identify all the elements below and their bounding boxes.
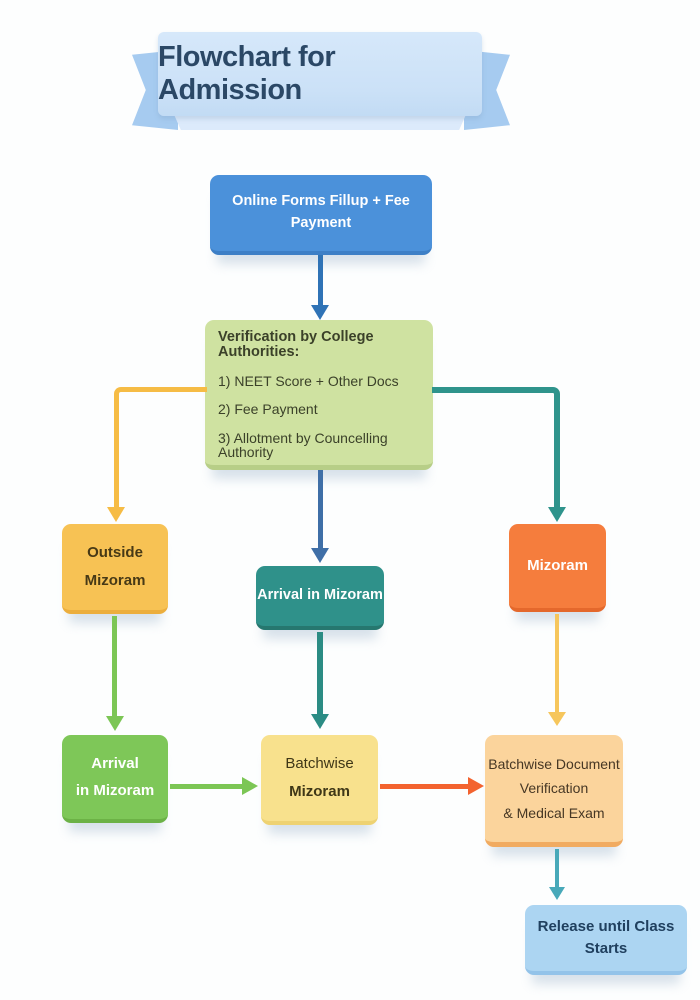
node-label: Online Forms Fillup + Fee Payment [232, 193, 410, 231]
title-plate: Flowchart for Admission [158, 32, 482, 116]
arrow-head-icon [107, 507, 125, 522]
node-label: Batchwise [285, 754, 354, 772]
arrow-line [555, 849, 559, 889]
arrow-line [318, 255, 323, 307]
node-label: Mizoram [289, 783, 350, 800]
node-online-forms: Online Forms Fillup + Fee Payment [210, 175, 432, 255]
node-release-until-class-starts: Release until Class Starts [525, 905, 687, 975]
arrow-head-icon [468, 777, 484, 795]
arrow-head-icon [548, 712, 566, 726]
arrow-line [114, 387, 207, 509]
node-label: Mizoram [527, 556, 588, 574]
node-label: Arrival [91, 755, 139, 772]
arrow-line [318, 470, 323, 550]
node-batchwise-document-verification: Batchwise Document Verification & Medica… [485, 735, 623, 847]
node-list-item: 3) Allotment by Councelling Authority [218, 429, 388, 460]
title-ribbon: Flowchart for Admission [132, 32, 510, 134]
node-label: Mizoram [84, 572, 146, 589]
arrow-line [555, 614, 559, 714]
node-label: & Medical Exam [503, 804, 605, 821]
node-outside-mizoram: Outside Mizoram [62, 524, 168, 614]
arrow-line [432, 387, 560, 509]
arrow-head-icon [242, 777, 258, 795]
node-label: in Mizoram [75, 782, 155, 799]
arrow-head-icon [548, 507, 566, 522]
arrow-line [317, 632, 323, 716]
node-arrival-in-mizoram: Arrival in Mizoram [256, 566, 384, 630]
arrow-head-icon [311, 305, 329, 320]
arrow-head-icon [311, 548, 329, 563]
node-list-item: 1) NEET Score + Other Docs [218, 372, 399, 389]
node-batchwise-mizoram: Batchwise Mizoram [261, 735, 378, 825]
node-list-item: 2) Fee Payment [218, 401, 318, 418]
arrow-head-icon [106, 716, 124, 731]
arrow-head-icon [549, 887, 565, 900]
node-arrival-in-mizoram-outside: Arrival in Mizoram [62, 735, 168, 823]
arrow-line [112, 616, 117, 718]
node-label: Outside [87, 543, 143, 561]
node-heading: Verification by College Authorities: [218, 329, 374, 360]
node-label: Verification [519, 780, 589, 797]
node-label: Arrival in Mizoram [257, 587, 383, 604]
node-label: Release until Class Starts [537, 917, 675, 958]
arrow-line [170, 784, 243, 789]
node-verification: Verification by College Authorities: 1) … [205, 320, 433, 470]
node-mizoram: Mizoram [509, 524, 606, 612]
arrow-head-icon [311, 714, 329, 729]
arrow-line [380, 784, 469, 789]
page-title: Flowchart for Admission [158, 41, 336, 106]
node-label: Batchwise Document [488, 755, 620, 772]
